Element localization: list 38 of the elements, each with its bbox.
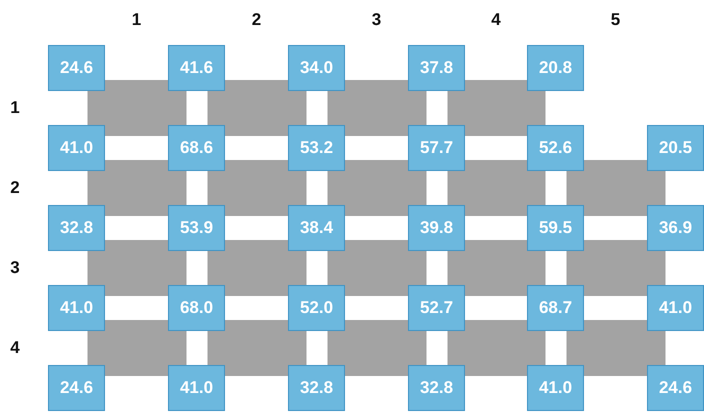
value-box: 52.0 — [288, 285, 345, 331]
row-number: 3 — [10, 258, 20, 278]
row-number: 2 — [10, 178, 20, 198]
value-box: 57.7 — [408, 125, 465, 171]
value-box: 41.6 — [168, 45, 225, 91]
value-box: 39.8 — [408, 205, 465, 251]
value-box: 24.6 — [48, 45, 105, 91]
column-number: 3 — [372, 10, 382, 30]
column-number: 5 — [610, 10, 620, 30]
value-box: 24.6 — [48, 365, 105, 411]
column-number: 4 — [491, 10, 501, 30]
value-box: 41.0 — [647, 285, 704, 331]
value-box: 20.8 — [527, 45, 584, 91]
value-box: 36.9 — [647, 205, 704, 251]
value-box: 41.0 — [168, 365, 225, 411]
value-box: 52.6 — [527, 125, 584, 171]
row-number: 1 — [10, 98, 20, 118]
column-number: 1 — [132, 10, 142, 30]
value-box: 32.8 — [408, 365, 465, 411]
value-box: 34.0 — [288, 45, 345, 91]
value-box: 68.6 — [168, 125, 225, 171]
value-box: 53.9 — [168, 205, 225, 251]
value-box: 52.7 — [408, 285, 465, 331]
value-box: 32.8 — [288, 365, 345, 411]
value-box: 24.6 — [647, 365, 704, 411]
value-box: 41.0 — [48, 125, 105, 171]
value-box: 59.5 — [527, 205, 584, 251]
value-box: 32.8 — [48, 205, 105, 251]
value-box: 37.8 — [408, 45, 465, 91]
column-number: 2 — [252, 10, 262, 30]
value-box: 41.0 — [527, 365, 584, 411]
value-box: 38.4 — [288, 205, 345, 251]
value-box: 41.0 — [48, 285, 105, 331]
row-number: 4 — [10, 338, 20, 358]
value-box: 68.0 — [168, 285, 225, 331]
value-box: 53.2 — [288, 125, 345, 171]
value-box: 20.5 — [647, 125, 704, 171]
value-box: 68.7 — [527, 285, 584, 331]
